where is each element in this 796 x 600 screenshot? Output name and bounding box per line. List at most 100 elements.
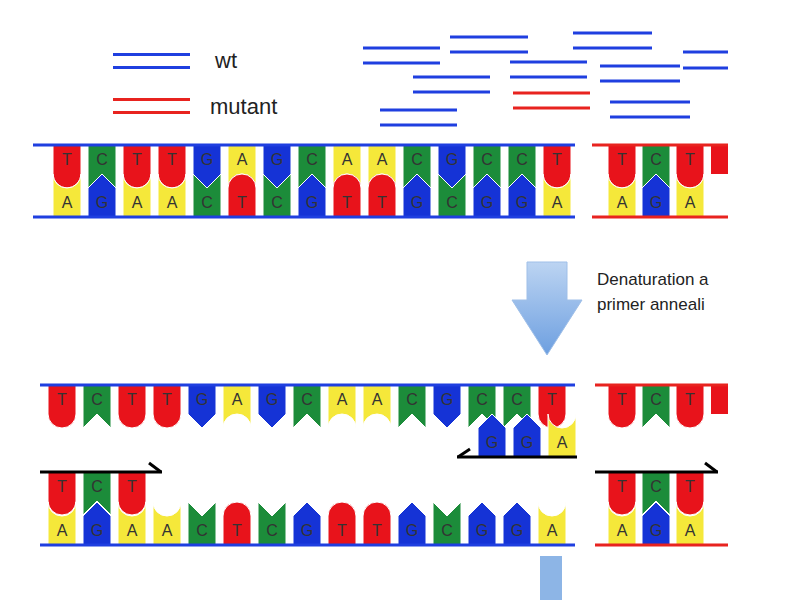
base-shape	[608, 472, 636, 515]
base-shape	[538, 385, 566, 428]
base-letter: T	[53, 151, 81, 169]
base-shape	[333, 174, 361, 217]
base-shape	[153, 385, 181, 428]
base-shape	[398, 502, 426, 545]
base-shape	[123, 174, 151, 217]
base-shape	[258, 502, 286, 545]
base-letter: A	[123, 194, 151, 212]
base-letter: A	[158, 194, 186, 212]
base-letter: G	[468, 522, 496, 540]
base-letter: G	[188, 391, 216, 409]
base-letter: A	[676, 194, 704, 212]
base-letter: G	[473, 194, 501, 212]
legend-swatch	[113, 98, 190, 114]
base-shape	[642, 385, 670, 428]
base-letter: C	[642, 151, 670, 169]
base-shape	[608, 174, 636, 217]
base-letter: G	[293, 522, 321, 540]
base-letter: C	[293, 391, 321, 409]
base-shape	[543, 174, 571, 217]
base-shape	[118, 385, 146, 428]
base-letter: T	[676, 478, 704, 496]
base-letter: C	[403, 151, 431, 169]
primer-lines	[40, 449, 718, 472]
base-letter: A	[676, 522, 704, 540]
base-shape	[123, 145, 151, 188]
base-shape	[263, 174, 291, 217]
base-shape	[608, 145, 636, 188]
base-shape	[642, 502, 670, 545]
base-shape	[48, 385, 76, 428]
base-shape	[83, 502, 111, 545]
base-shape	[153, 502, 181, 545]
base-letter: A	[53, 194, 81, 212]
base-letter: A	[223, 391, 251, 409]
base-letter: T	[363, 522, 391, 540]
base-shape	[548, 414, 576, 457]
base-letter: C	[433, 522, 461, 540]
base-letter: G	[438, 151, 466, 169]
base-letter: G	[83, 522, 111, 540]
base-shapes	[48, 145, 704, 545]
base-letter: T	[608, 478, 636, 496]
legend-text: mutant	[210, 94, 277, 120]
base-shape	[158, 174, 186, 217]
base-letter: C	[398, 391, 426, 409]
base-letter: T	[223, 522, 251, 540]
base-letter: G	[433, 391, 461, 409]
base-letter: G	[398, 522, 426, 540]
base-letter: T	[676, 151, 704, 169]
base-shape	[258, 385, 286, 428]
base-letter: T	[608, 151, 636, 169]
base-shape	[503, 502, 531, 545]
base-shape	[608, 385, 636, 428]
base-letter: C	[508, 151, 536, 169]
base-letter: T	[538, 391, 566, 409]
base-shape	[508, 174, 536, 217]
base-shape	[438, 174, 466, 217]
base-shape	[513, 414, 541, 457]
base-shape	[328, 502, 356, 545]
base-letter: A	[48, 522, 76, 540]
base-letter: G	[508, 194, 536, 212]
base-shape	[223, 502, 251, 545]
base-shape	[468, 502, 496, 545]
base-shape	[676, 472, 704, 515]
base-shape	[48, 472, 76, 515]
base-letter: C	[298, 151, 326, 169]
base-letter: A	[608, 522, 636, 540]
base-letter: A	[228, 151, 256, 169]
base-letter: T	[158, 151, 186, 169]
base-letter: G	[88, 194, 116, 212]
base-shape	[433, 502, 461, 545]
process-arrow	[512, 262, 582, 600]
base-shape	[83, 385, 111, 428]
base-letter: C	[473, 151, 501, 169]
base-letter: C	[642, 391, 670, 409]
base-letter: T	[48, 391, 76, 409]
legend-text: wt	[215, 48, 237, 74]
base-shape	[543, 145, 571, 188]
base-letter: T	[153, 391, 181, 409]
base-letter: A	[543, 194, 571, 212]
base-letter: C	[83, 478, 111, 496]
base-shape	[298, 174, 326, 217]
base-letter: A	[368, 151, 396, 169]
base-letter: G	[503, 522, 531, 540]
base-shape	[676, 145, 704, 188]
base-letter: C	[263, 194, 291, 212]
base-shape	[118, 472, 146, 515]
partial-bases	[711, 145, 728, 414]
strand-lines	[33, 145, 728, 545]
base-letter: G	[193, 151, 221, 169]
base-letter: A	[363, 391, 391, 409]
base-letter: T	[328, 522, 356, 540]
base-shape	[478, 414, 506, 457]
base-shape	[188, 502, 216, 545]
base-letter: C	[438, 194, 466, 212]
base-shape	[363, 385, 391, 428]
base-letter: C	[258, 522, 286, 540]
figure: wtmutantTCTTGAGCAACGCCTTCTAGAACTCGTTGCGG…	[0, 0, 728, 600]
base-shape	[642, 174, 670, 217]
step-text: primer anneali	[597, 295, 705, 315]
